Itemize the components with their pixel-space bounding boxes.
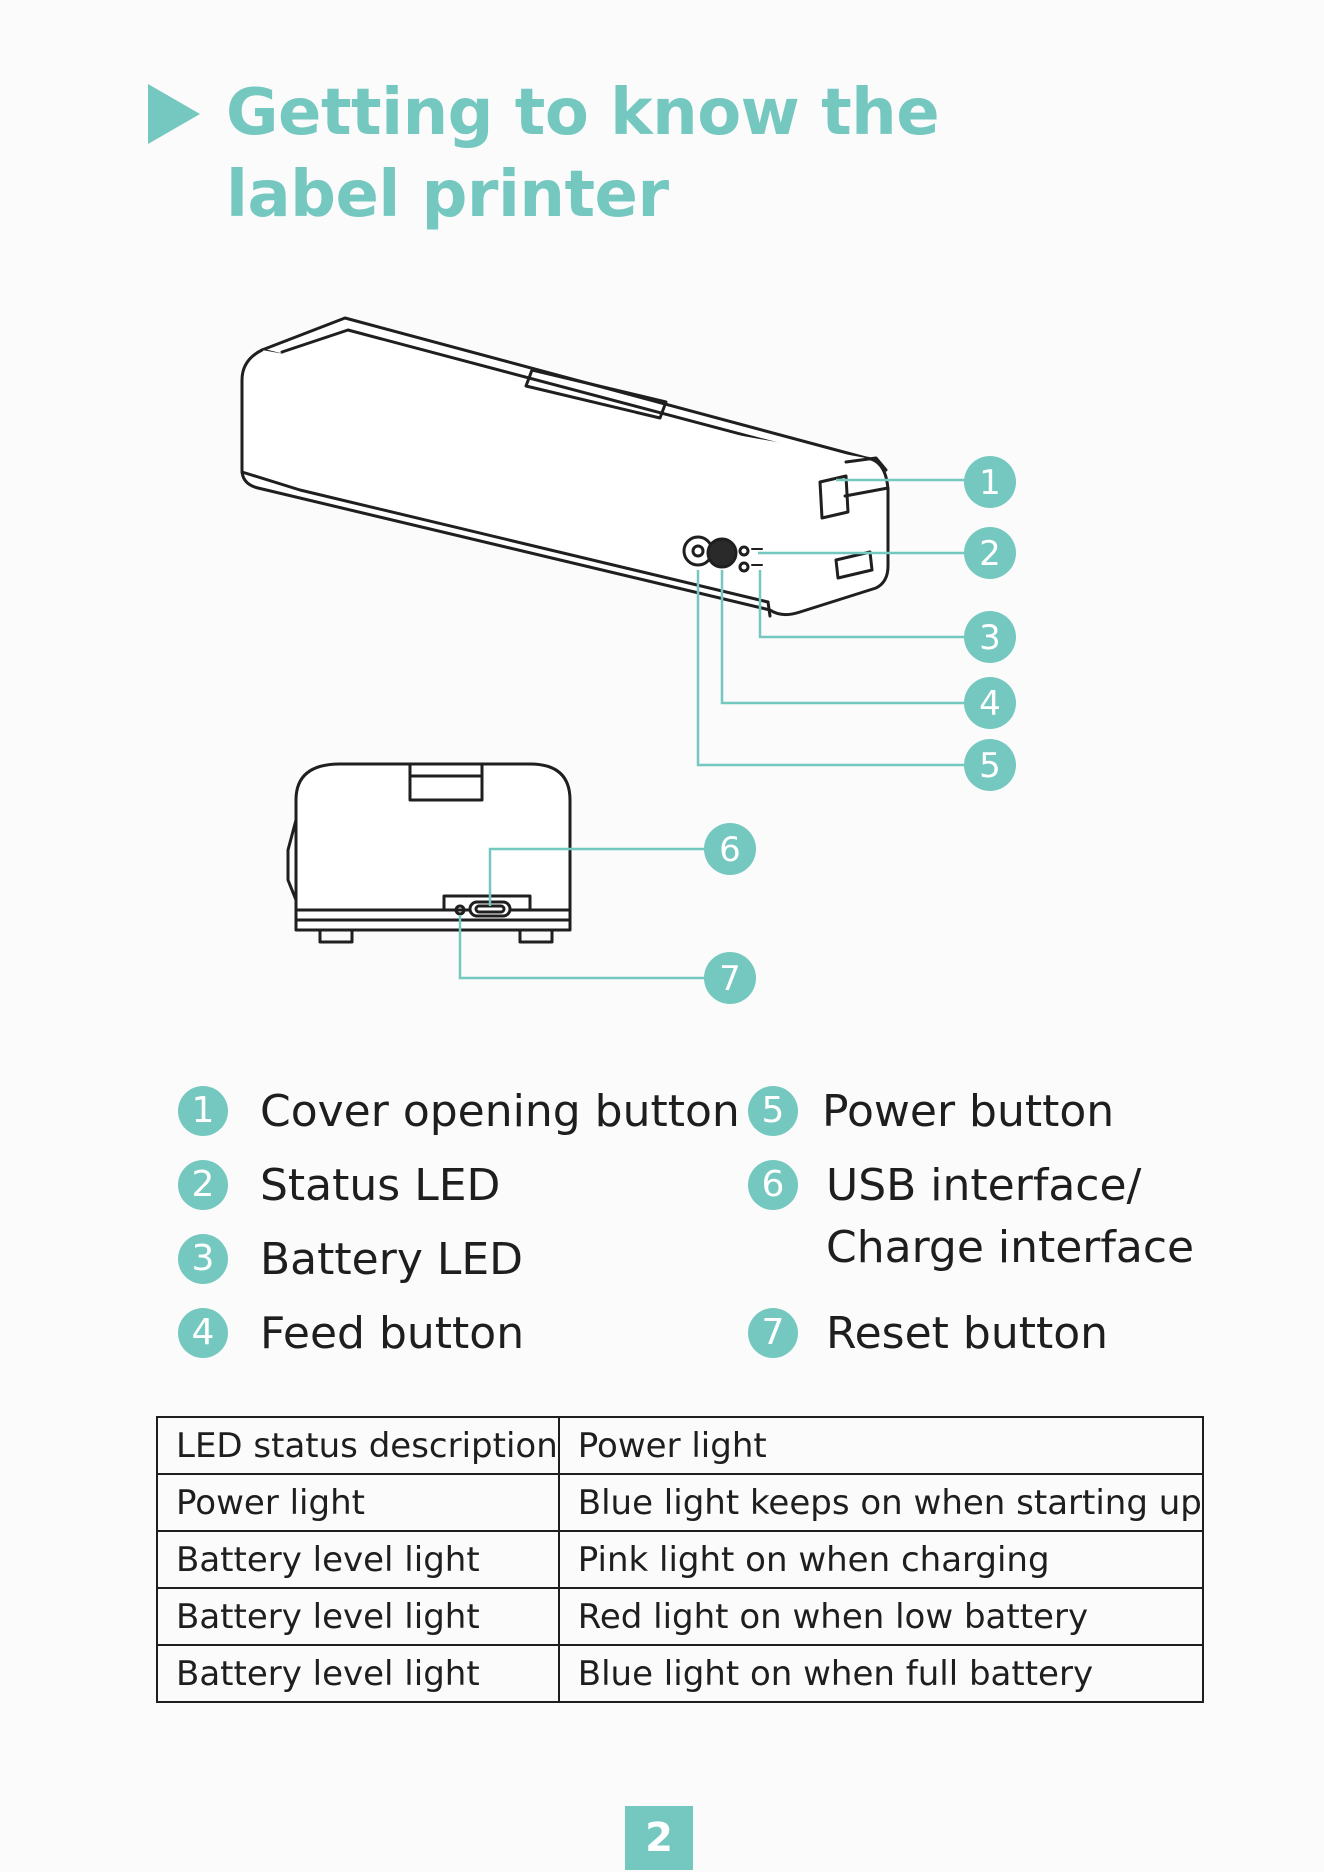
callout-4-label: 4 <box>979 684 1001 724</box>
led-status-table: LED status description Power light Power… <box>156 1416 1204 1703</box>
callout-7-marker <box>704 952 756 1004</box>
legend-label: Reset button <box>826 1308 1109 1359</box>
callout-leaders <box>458 478 990 980</box>
legend-number-badge: 4 <box>178 1308 228 1358</box>
callout-2-label: 2 <box>979 534 1001 574</box>
page-title: Getting to know the label printer <box>226 76 940 232</box>
table-cell: Power light <box>156 1473 560 1532</box>
callout-2-marker <box>964 527 1016 579</box>
callout-4-marker <box>964 677 1016 729</box>
table-cell: Battery level light <box>156 1530 560 1589</box>
table-row: Battery level light Pink light on when c… <box>156 1530 1204 1589</box>
callout-6-marker <box>704 823 756 875</box>
table-cell: Red light on when low battery <box>557 1587 1204 1646</box>
legend-number-badge: 3 <box>178 1234 228 1284</box>
table-header-cell: Power light <box>557 1416 1204 1475</box>
legend-number-badge: 7 <box>748 1308 798 1358</box>
table-cell: Blue light keeps on when starting up <box>557 1473 1204 1532</box>
legend-number-badge: 5 <box>748 1086 798 1136</box>
table-cell: Blue light on when full battery <box>557 1644 1204 1703</box>
legend-number-badge: 2 <box>178 1160 228 1210</box>
legend-label-line1: USB interface/ <box>826 1160 1142 1211</box>
callout-3-label: 3 <box>979 618 1001 658</box>
table-row: Battery level light Red light on when lo… <box>156 1587 1204 1646</box>
callout-1-marker <box>964 456 1016 508</box>
printer-side-drawing <box>286 762 572 944</box>
printer-front-drawing <box>240 316 890 618</box>
table-cell: Battery level light <box>156 1644 560 1703</box>
legend-label-line2: Charge interface <box>826 1222 1195 1273</box>
callout-3-marker <box>964 611 1016 663</box>
table-cell: Battery level light <box>156 1587 560 1646</box>
table-header-row: LED status description Power light <box>156 1416 1204 1475</box>
page-number: 2 <box>625 1806 693 1870</box>
legend-label: Status LED <box>260 1160 501 1211</box>
callout-5-marker <box>964 739 1016 791</box>
legend-label: Cover opening button <box>260 1086 740 1137</box>
legend-label: Power button <box>822 1086 1115 1137</box>
table-row: Battery level light Blue light on when f… <box>156 1644 1204 1703</box>
legend-label: Battery LED <box>260 1234 524 1285</box>
callout-1-label: 1 <box>979 463 1001 503</box>
table-header-cell: LED status description <box>156 1416 560 1475</box>
callout-5-label: 5 <box>979 746 1001 786</box>
callout-6-label: 6 <box>719 830 741 870</box>
table-cell: Pink light on when charging <box>557 1530 1204 1589</box>
legend-label: Feed button <box>260 1308 525 1359</box>
table-row: Power light Blue light keeps on when sta… <box>156 1473 1204 1532</box>
title-arrow-icon <box>148 84 200 144</box>
callout-7-label: 7 <box>719 959 741 999</box>
callout-markers <box>704 456 1016 1004</box>
legend-number-badge: 1 <box>178 1086 228 1136</box>
legend-number-badge: 6 <box>748 1160 798 1210</box>
